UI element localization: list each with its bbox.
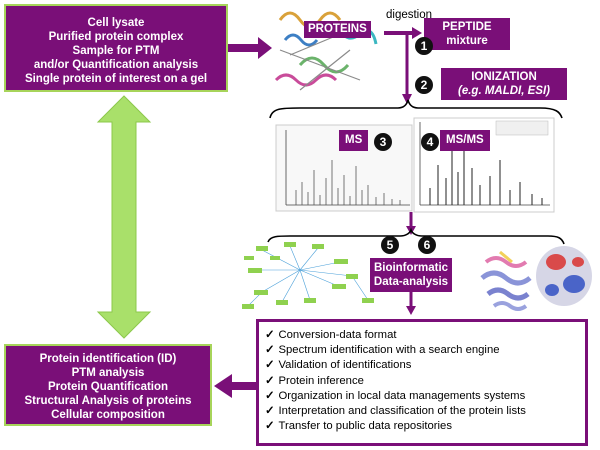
msms-label: MS/MS [440, 130, 490, 151]
protein-structure-image [478, 246, 538, 314]
list-item: ✓Organization in local data managements … [265, 389, 585, 404]
peptide-mixture-label: PEPTIDE mixture [424, 18, 510, 50]
analysis-steps-list: ✓Conversion-data format ✓Spectrum identi… [256, 319, 588, 446]
check-icon: ✓ [265, 344, 275, 357]
protein-surface-image [536, 246, 592, 306]
bracket-ms [269, 99, 563, 119]
peptide-label-line: mixture [446, 35, 488, 47]
list-item: ✓Transfer to public data repositories [265, 419, 585, 434]
output-line: PTM analysis [71, 367, 145, 379]
input-line: Purified protein complex [48, 31, 184, 43]
step-text: Interpretation and classification of the… [278, 405, 526, 418]
check-icon: ✓ [265, 359, 275, 372]
input-line: Cell lysate [87, 17, 145, 29]
list-item: ✓Spectrum identification with a search e… [265, 343, 585, 358]
bioinformatic-label-line: Bioinformatic [373, 262, 449, 274]
output-line: Protein identification (ID) [39, 353, 177, 365]
step-text: Protein inference [278, 374, 364, 387]
digestion-label: digestion [386, 9, 433, 21]
input-line: Sample for PTM [72, 45, 160, 57]
list-item: ✓Interpretation and classification of th… [265, 404, 585, 419]
step-number-2: 2 [415, 76, 433, 94]
arrow-input-to-proteins [228, 37, 272, 59]
arrow-digestion [384, 27, 422, 39]
output-line: Cellular composition [51, 409, 165, 421]
check-icon: ✓ [265, 405, 275, 418]
sample-input-box: Cell lysate Purified protein complex Sam… [4, 4, 228, 92]
list-item: ✓Conversion-data format [265, 328, 585, 343]
arrow-to-steps [406, 292, 416, 315]
check-icon: ✓ [265, 374, 275, 387]
step-number-3: 3 [374, 133, 392, 151]
green-double-arrow [96, 95, 152, 339]
bioinformatic-label-line: Data-analysis [373, 276, 449, 288]
proteins-label: PROTEINS [304, 21, 371, 38]
step-number-1: 1 [415, 37, 433, 55]
output-line: Protein Quantification [47, 381, 169, 393]
network-graph-image [242, 242, 374, 309]
ms-label: MS [339, 130, 369, 151]
step-number-5: 5 [381, 236, 399, 254]
step-text: Transfer to public data repositories [278, 420, 452, 433]
ionization-label-line: IONIZATION [471, 71, 537, 83]
input-line: Single protein of interest on a gel [24, 73, 208, 85]
step-text: Organization in local data managements s… [278, 389, 526, 402]
step-text: Conversion-data format [278, 329, 397, 341]
arrow-to-ionization [402, 34, 412, 104]
check-icon: ✓ [265, 389, 275, 402]
results-output-box: Protein identification (ID) PTM analysis… [4, 344, 212, 426]
ionization-label: IONIZATION (e.g. MALDI, ESI) [441, 68, 567, 100]
check-icon: ✓ [265, 329, 275, 341]
protein-cluster-image [272, 2, 380, 98]
input-line: and/or Quantification analysis [33, 59, 199, 71]
bracket-bioinformatics [267, 227, 565, 245]
peptide-label-line: PEPTIDE [442, 21, 492, 33]
list-item: ✓Validation of identifications [265, 358, 585, 373]
step-text: Spectrum identification with a search en… [278, 344, 500, 357]
output-line: Structural Analysis of proteins [24, 395, 192, 407]
check-icon: ✓ [265, 420, 275, 433]
bioinformatic-label: Bioinformatic Data-analysis [370, 258, 452, 292]
ionization-method-line: (e.g. MALDI, ESI) [458, 85, 550, 97]
step-text: Validation of identifications [278, 359, 412, 372]
step-number-6: 6 [418, 236, 436, 254]
step-number-4: 4 [421, 133, 439, 151]
arrow-steps-to-output [214, 374, 256, 398]
list-item: ✓Protein inference [265, 374, 585, 389]
